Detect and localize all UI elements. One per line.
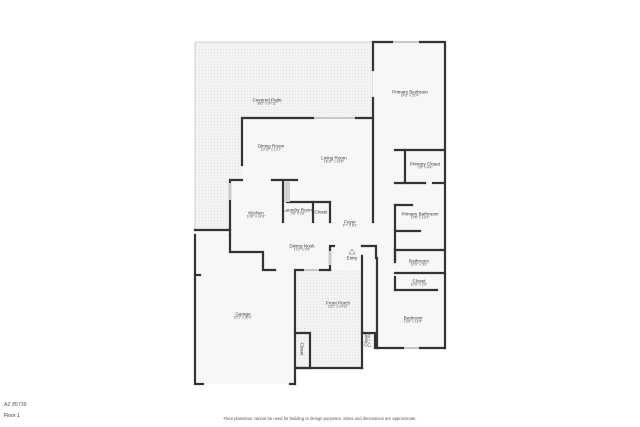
room-label-closet-garage: Closet	[299, 342, 305, 356]
front-porch-area	[296, 270, 362, 368]
walls	[193, 40, 447, 386]
address-text: AZ 85739	[4, 402, 27, 408]
windows	[229, 41, 419, 349]
disclaimer-text: Floor plans/tour cannot be used for buil…	[223, 416, 417, 421]
laundry-appliance	[284, 182, 290, 202]
room-label-entry: Entry	[346, 255, 358, 261]
entry-marker-icon	[348, 248, 356, 255]
indoor-fills	[195, 42, 445, 384]
footer-address-block: AZ 85739 Floor 1	[4, 402, 27, 419]
floor-label: Floor 1	[4, 413, 20, 419]
room-label-closet-laundry: Closet	[314, 209, 328, 215]
